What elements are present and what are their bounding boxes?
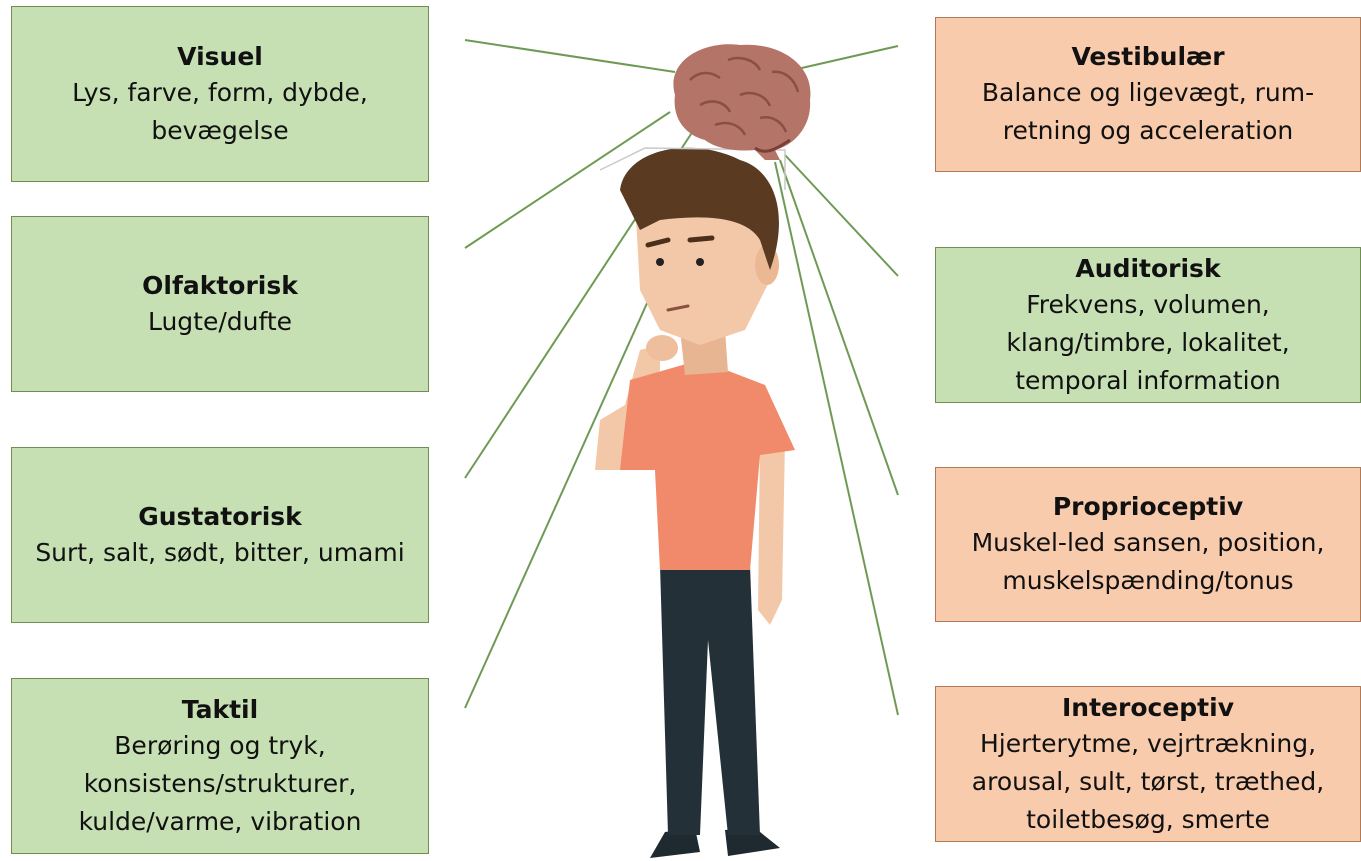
connector-interoceptiv [775, 162, 898, 715]
sense-box-interoceptiv: Interoceptiv Hjerterytme, vejrtrækning, … [935, 686, 1361, 842]
brain-icon [673, 44, 810, 160]
sense-title: Taktil [182, 692, 258, 727]
sense-description: Muskel-led sansen, position, muskelspænd… [972, 524, 1325, 600]
sense-description: Surt, salt, sødt, bitter, umami [35, 534, 404, 572]
connector-proprioceptiv [780, 160, 898, 495]
sense-description: Balance og ligevægt, rum- retning og acc… [982, 74, 1314, 150]
sense-box-gustatorisk: Gustatorisk Surt, salt, sødt, bitter, um… [11, 447, 429, 623]
sense-box-taktil: Taktil Berøring og tryk, konsistens/stru… [11, 678, 429, 854]
sense-box-auditorisk: Auditorisk Frekvens, volumen, klang/timb… [935, 247, 1361, 403]
sense-box-olfaktorisk: Olfaktorisk Lugte/dufte [11, 216, 429, 392]
sense-box-visuel: Visuel Lys, farve, form, dybde, bevægels… [11, 6, 429, 182]
connector-vestibulaer [793, 46, 898, 70]
sense-title: Visuel [177, 39, 263, 74]
sense-description: Frekvens, volumen, klang/timbre, lokalit… [1006, 286, 1289, 400]
sense-description: Lys, farve, form, dybde, bevægelse [72, 74, 368, 150]
sense-box-vestibulaer: Vestibulær Balance og ligevægt, rum- ret… [935, 17, 1361, 172]
sense-description: Lugte/dufte [148, 303, 292, 341]
sense-title: Olfaktorisk [142, 268, 298, 303]
connector-auditorisk [785, 155, 898, 276]
sense-title: Interoceptiv [1062, 690, 1234, 725]
sense-title: Proprioceptiv [1053, 489, 1243, 524]
sense-box-proprioceptiv: Proprioceptiv Muskel-led sansen, positio… [935, 467, 1361, 622]
connector-visuel [465, 40, 675, 72]
sense-title: Vestibulær [1071, 39, 1224, 74]
sense-title: Gustatorisk [138, 499, 302, 534]
sense-description: Berøring og tryk, konsistens/strukturer,… [79, 727, 362, 841]
sense-title: Auditorisk [1075, 251, 1220, 286]
thinking-person-figure [595, 148, 795, 858]
sense-description: Hjerterytme, vejrtrækning, arousal, sult… [972, 725, 1324, 839]
